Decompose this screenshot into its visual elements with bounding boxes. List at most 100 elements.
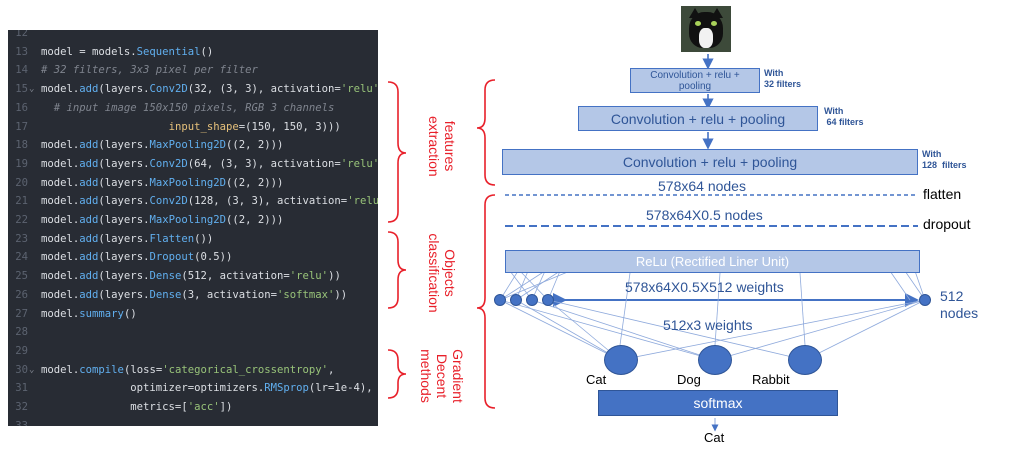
code-text: model.add(layers.Conv2D(32, (3, 3), acti… <box>41 83 378 96</box>
code-text: model.add(layers.Flatten()) <box>41 232 214 245</box>
code-line: 15⌄ model.add(layers.Conv2D(32, (3, 3), a… <box>8 80 378 99</box>
brace-left-features <box>387 81 407 223</box>
code-line: 28 <box>8 323 378 342</box>
code-line: 21 model.add(layers.Conv2D(128, (3, 3), a… <box>8 192 378 211</box>
line-number: 17 <box>15 120 28 133</box>
line-number: 15 <box>15 83 28 96</box>
code-text: input_shape=(150, 150, 3))) <box>168 120 341 133</box>
dropout-label: dropout <box>923 216 971 232</box>
code-text: model.add(layers.Dense(3, activation='so… <box>41 288 348 301</box>
code-line: 18 model.add(layers.MaxPooling2D((2, 2))) <box>8 136 378 155</box>
output-weights-label: 512x3 weights <box>663 317 753 333</box>
input-cat-image <box>681 6 731 52</box>
code-text: metrics=['acc']) <box>41 401 233 413</box>
code-text: model.compile(loss='categorical_crossent… <box>41 363 335 376</box>
line-number: 16 <box>15 101 28 114</box>
hidden-node <box>494 294 506 306</box>
class-label-dog: Dog <box>677 372 701 387</box>
line-number: 26 <box>15 288 28 301</box>
code-text: model.add(layers.Dense(512, activation='… <box>41 270 341 283</box>
code-line: 16 # input image 150x150 pixels, RGB 3 c… <box>8 99 378 118</box>
line-number: 33 <box>15 419 28 426</box>
nodes-512-label: 512 nodes <box>940 288 979 321</box>
line-number: 20 <box>15 176 28 189</box>
flatten-nodes-label: 578x64 nodes <box>658 178 746 194</box>
code-text: model.add(layers.Conv2D(64, (3, 3), acti… <box>41 157 378 170</box>
code-text: model = models.Sequential() <box>41 45 214 58</box>
line-number: 12 <box>15 30 28 39</box>
code-editor-panel: 12 13 model = models.Sequential() 14 # 32 fi… <box>8 30 378 426</box>
line-number: 29 <box>15 344 28 357</box>
code-line: 12 <box>8 30 378 43</box>
conv-block-1: Convolution + relu + pooling <box>630 68 760 93</box>
relu-layer: ReLu (Rectified Liner Unit) <box>505 250 920 273</box>
line-number: 23 <box>15 232 28 245</box>
conv-block-3: Convolution + relu + pooling <box>502 149 918 175</box>
dense-weights-label: 578x64X0.5X512 weights <box>625 279 784 295</box>
brace-left-objects <box>387 231 407 309</box>
hidden-node <box>919 294 931 306</box>
code-line: 29 <box>8 342 378 361</box>
line-number: 21 <box>15 195 28 208</box>
code-text: optimizer=optimizers.RMSprop(lr=1e-4), <box>41 382 373 395</box>
code-line: 26 model.add(layers.Dense(3, activation='… <box>8 286 378 305</box>
brace-right-features <box>476 79 496 186</box>
code-line: 30⌄ model.compile(loss='categorical_cross… <box>8 361 378 380</box>
code-line: 27 model.summary() <box>8 305 378 324</box>
line-number: 31 <box>15 382 28 395</box>
brace-left-gradient <box>387 349 407 399</box>
class-label-rabbit: Rabbit <box>752 372 790 387</box>
conv3-filter-note: With 128 filters <box>922 149 967 170</box>
dropout-nodes-label: 578x64X0.5 nodes <box>646 207 763 223</box>
output-node-rabbit <box>788 345 822 375</box>
code-text: model.add(layers.Conv2D(128, (3, 3), act… <box>41 195 378 208</box>
code-text: model.summary() <box>41 307 137 320</box>
code-line: 25 model.add(layers.Dense(512, activation… <box>8 267 378 286</box>
prediction-label: Cat <box>704 430 725 445</box>
class-label-cat: Cat <box>586 372 607 387</box>
line-number: 13 <box>15 45 28 58</box>
code-line: 24 model.add(layers.Dropout(0.5)) <box>8 248 378 267</box>
conv-block-2: Convolution + relu + pooling <box>578 106 818 131</box>
code-text: model.add(layers.MaxPooling2D((2, 2))) <box>41 176 284 189</box>
code-text: model.add(layers.MaxPooling2D((2, 2))) <box>41 139 284 152</box>
code-line: 22 model.add(layers.MaxPooling2D((2, 2))) <box>8 211 378 230</box>
fold-chevron-icon[interactable]: ⌄ <box>29 364 35 375</box>
code-line: 23 model.add(layers.Flatten()) <box>8 230 378 249</box>
line-number: 24 <box>15 251 28 264</box>
line-number: 22 <box>15 214 28 226</box>
line-number: 30 <box>15 363 28 376</box>
code-text: # 32 filters, 3x3 pixel per filter <box>41 64 258 77</box>
line-number: 32 <box>15 401 28 413</box>
line-number: 27 <box>15 307 28 320</box>
code-text: # input image 150x150 pixels, RGB 3 chan… <box>41 101 335 114</box>
output-node-dog <box>698 345 732 375</box>
conv1-filter-note: With 32 filters <box>764 68 802 89</box>
line-number: 28 <box>15 326 28 339</box>
code-line: 13 model = models.Sequential() <box>8 43 378 62</box>
line-number: 25 <box>15 270 28 283</box>
hidden-node <box>510 294 522 306</box>
hidden-node <box>542 294 554 306</box>
conv2-filter-note: With 64 filters <box>824 106 864 127</box>
line-number: 18 <box>15 139 28 152</box>
code-line: 33 <box>8 417 378 426</box>
code-line: 19 model.add(layers.Conv2D(64, (3, 3), ac… <box>8 155 378 174</box>
code-text: model.add(layers.Dropout(0.5)) <box>41 251 233 264</box>
line-number: 14 <box>15 64 28 77</box>
fold-chevron-icon[interactable]: ⌄ <box>29 84 35 95</box>
code-line: 31 optimizer=optimizers.RMSprop(lr=1e-4)… <box>8 379 378 398</box>
line-number: 19 <box>15 157 28 170</box>
code-line: 14 # 32 filters, 3x3 pixel per filter <box>8 61 378 80</box>
softmax-layer: softmax <box>598 390 838 416</box>
code-text: model.add(layers.MaxPooling2D((2, 2))) <box>41 214 284 226</box>
code-line: 20 model.add(layers.MaxPooling2D((2, 2))) <box>8 174 378 193</box>
output-node-cat <box>604 345 638 375</box>
hidden-node <box>526 294 538 306</box>
code-line: 17 input_shape=(150, 150, 3))) <box>8 118 378 137</box>
code-line: 32 metrics=['acc']) <box>8 398 378 417</box>
brace-right-classification <box>476 194 496 409</box>
flatten-label: flatten <box>923 186 962 202</box>
